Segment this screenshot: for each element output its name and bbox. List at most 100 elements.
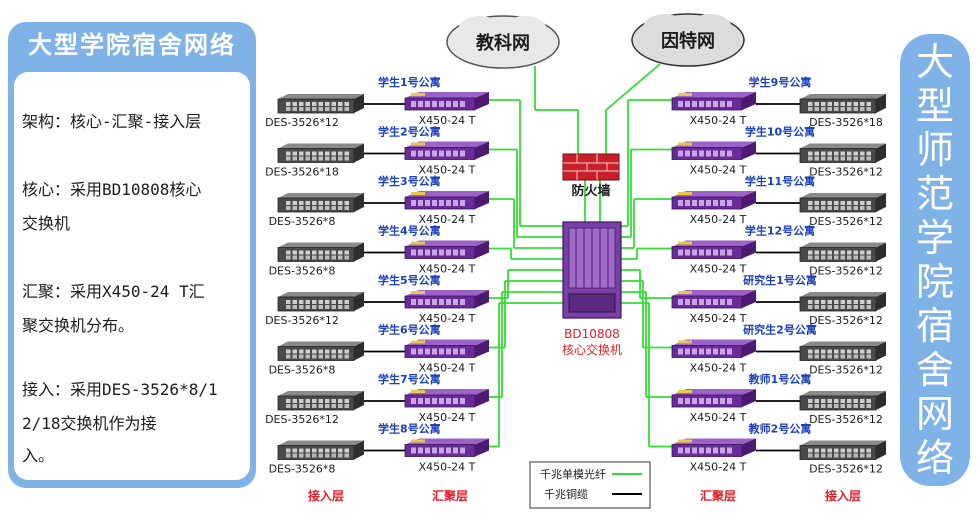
cloud-internet-label: 因特网: [661, 30, 715, 52]
right-agg-switch: [671, 92, 756, 111]
left-agg-label: X450-24 T: [419, 461, 476, 474]
right-access-switch: [799, 440, 886, 460]
right-access-switch: [799, 341, 886, 361]
right-agg-switch: [671, 438, 756, 457]
side-title-char: 范: [915, 172, 954, 216]
right-building-label: 教师1号公寓: [748, 372, 812, 386]
right-building-label: 学生10号公寓: [745, 125, 815, 139]
left-building-label: 学生7号公寓: [378, 372, 441, 386]
left-access-switch: [277, 391, 364, 411]
left-access-switch: [277, 242, 364, 262]
left-agg-label: X450-24 T: [419, 411, 476, 424]
right-building-label: 学生12号公寓: [745, 224, 815, 238]
info-line-access: 接入：采用DES-3526*8/1: [22, 380, 218, 399]
right-building-label: 学生9号公寓: [749, 75, 812, 89]
info-line-aggregation-cont: 聚交换机分布。: [22, 316, 135, 335]
right-agg-switch: [671, 389, 756, 408]
left-agg-label: X450-24 T: [419, 164, 476, 177]
right-building-label: 研究生1号公寓: [743, 273, 817, 287]
left-access-label: DES-3526*8: [269, 364, 336, 377]
left-building-label: 学生5号公寓: [378, 273, 441, 287]
info-line-access-cont: 2/18交换机作为接: [22, 414, 157, 433]
left-access-switch: [277, 440, 364, 460]
right-access-label: DES-3526*12: [809, 314, 883, 327]
side-title-char: 宿: [915, 304, 954, 348]
legend-copper-label: 千兆铜缆: [544, 487, 588, 501]
right-agg-switch: [671, 339, 756, 358]
left-building-label: 学生2号公寓: [378, 125, 441, 139]
left-access-label: DES-3526*12: [265, 116, 339, 129]
info-line-core: 核心：采用BD10808核心: [22, 180, 202, 199]
right-access-label: DES-3526*18: [809, 116, 883, 129]
right-access-switch: [799, 94, 886, 114]
side-title-char: 师: [915, 128, 954, 172]
right-access-label: DES-3526*12: [809, 413, 883, 426]
right-agg-switch: [671, 240, 756, 259]
left-access-switch: [277, 292, 364, 312]
left-building-label: 学生6号公寓: [378, 323, 441, 337]
left-access-label: DES-3526*8: [269, 215, 336, 228]
left-agg-label: X450-24 T: [419, 312, 476, 325]
right-building-label: 研究生2号公寓: [743, 323, 817, 337]
firewall-label: 防火墙: [571, 183, 610, 199]
right-access-label: DES-3526*12: [809, 265, 883, 278]
info-panel-title: 大型学院宿舍网络: [28, 31, 236, 59]
legend-fiber-label: 千兆单模光纤: [540, 467, 606, 481]
left-access-label: DES-3526*8: [269, 463, 336, 476]
left-access-switch: [277, 341, 364, 361]
side-title-char: 络: [915, 436, 954, 480]
left-agg-switch: [404, 141, 489, 160]
right-access-label: DES-3526*12: [809, 463, 883, 476]
right-access-label: DES-3526*12: [809, 215, 883, 228]
info-line-access-end: 入。: [22, 446, 55, 465]
switch-groups: 学生1号公寓 X450-24 T DES-3526*12 学生2号公寓 X450-24 …: [265, 75, 886, 476]
side-title-char: 院: [915, 260, 954, 304]
left-agg-switch: [404, 92, 489, 111]
right-agg-label: X450-24 T: [690, 362, 747, 375]
internet-link: [605, 63, 661, 111]
info-panel-body: [14, 72, 250, 480]
right-access-switch: [799, 193, 886, 213]
firewall: 防火墙: [562, 153, 620, 199]
right-access-label: DES-3526*12: [809, 364, 883, 377]
left-access-label: DES-3526*18: [265, 166, 339, 179]
left-agg-switch: [404, 438, 489, 457]
left-access-label: DES-3526*12: [265, 314, 339, 327]
left-access-label: DES-3526*8: [269, 265, 336, 278]
left-building-label: 学生4号公寓: [378, 224, 441, 238]
layer-label-agg-right: 汇聚层: [700, 489, 736, 503]
links-layer: [364, 63, 800, 452]
right-access-switch: [799, 292, 886, 312]
left-access-label: DES-3526*12: [265, 413, 339, 426]
side-title-char: 大: [915, 40, 954, 84]
right-agg-switch: [671, 191, 756, 210]
left-agg-label: X450-24 T: [419, 362, 476, 375]
right-agg-switch: [671, 141, 756, 160]
side-title-char: 网: [915, 392, 954, 436]
info-line-core-cont: 交换机: [22, 214, 71, 233]
cloud-cernet-label: 教科网: [476, 32, 530, 54]
left-access-switch: [277, 143, 364, 163]
left-agg-label: X450-24 T: [419, 263, 476, 276]
right-access-switch: [799, 242, 886, 262]
right-agg-switch: [671, 290, 756, 309]
left-agg-switch: [404, 191, 489, 210]
right-building-label: 学生11号公寓: [745, 174, 815, 188]
right-agg-label: X450-24 T: [690, 114, 747, 127]
right-agg-label: X450-24 T: [690, 164, 747, 177]
side-title-char: 学: [915, 216, 954, 260]
side-title-panel: [900, 34, 970, 486]
left-agg-switch: [404, 339, 489, 358]
left-access-switch: [277, 94, 364, 114]
left-building-label: 学生1号公寓: [378, 75, 441, 89]
right-access-switch: [799, 391, 886, 411]
left-agg-switch: [404, 240, 489, 259]
core-switch: BD10808 核心交换机: [562, 221, 622, 357]
side-title-char: 舍: [915, 348, 954, 392]
layer-label-access-right: 接入层: [825, 488, 861, 503]
info-line-aggregation: 汇聚：采用X450-24 T汇: [22, 282, 205, 301]
left-agg-label: X450-24 T: [419, 213, 476, 226]
left-building-label: 学生8号公寓: [378, 422, 441, 436]
right-access-label: DES-3526*12: [809, 166, 883, 179]
